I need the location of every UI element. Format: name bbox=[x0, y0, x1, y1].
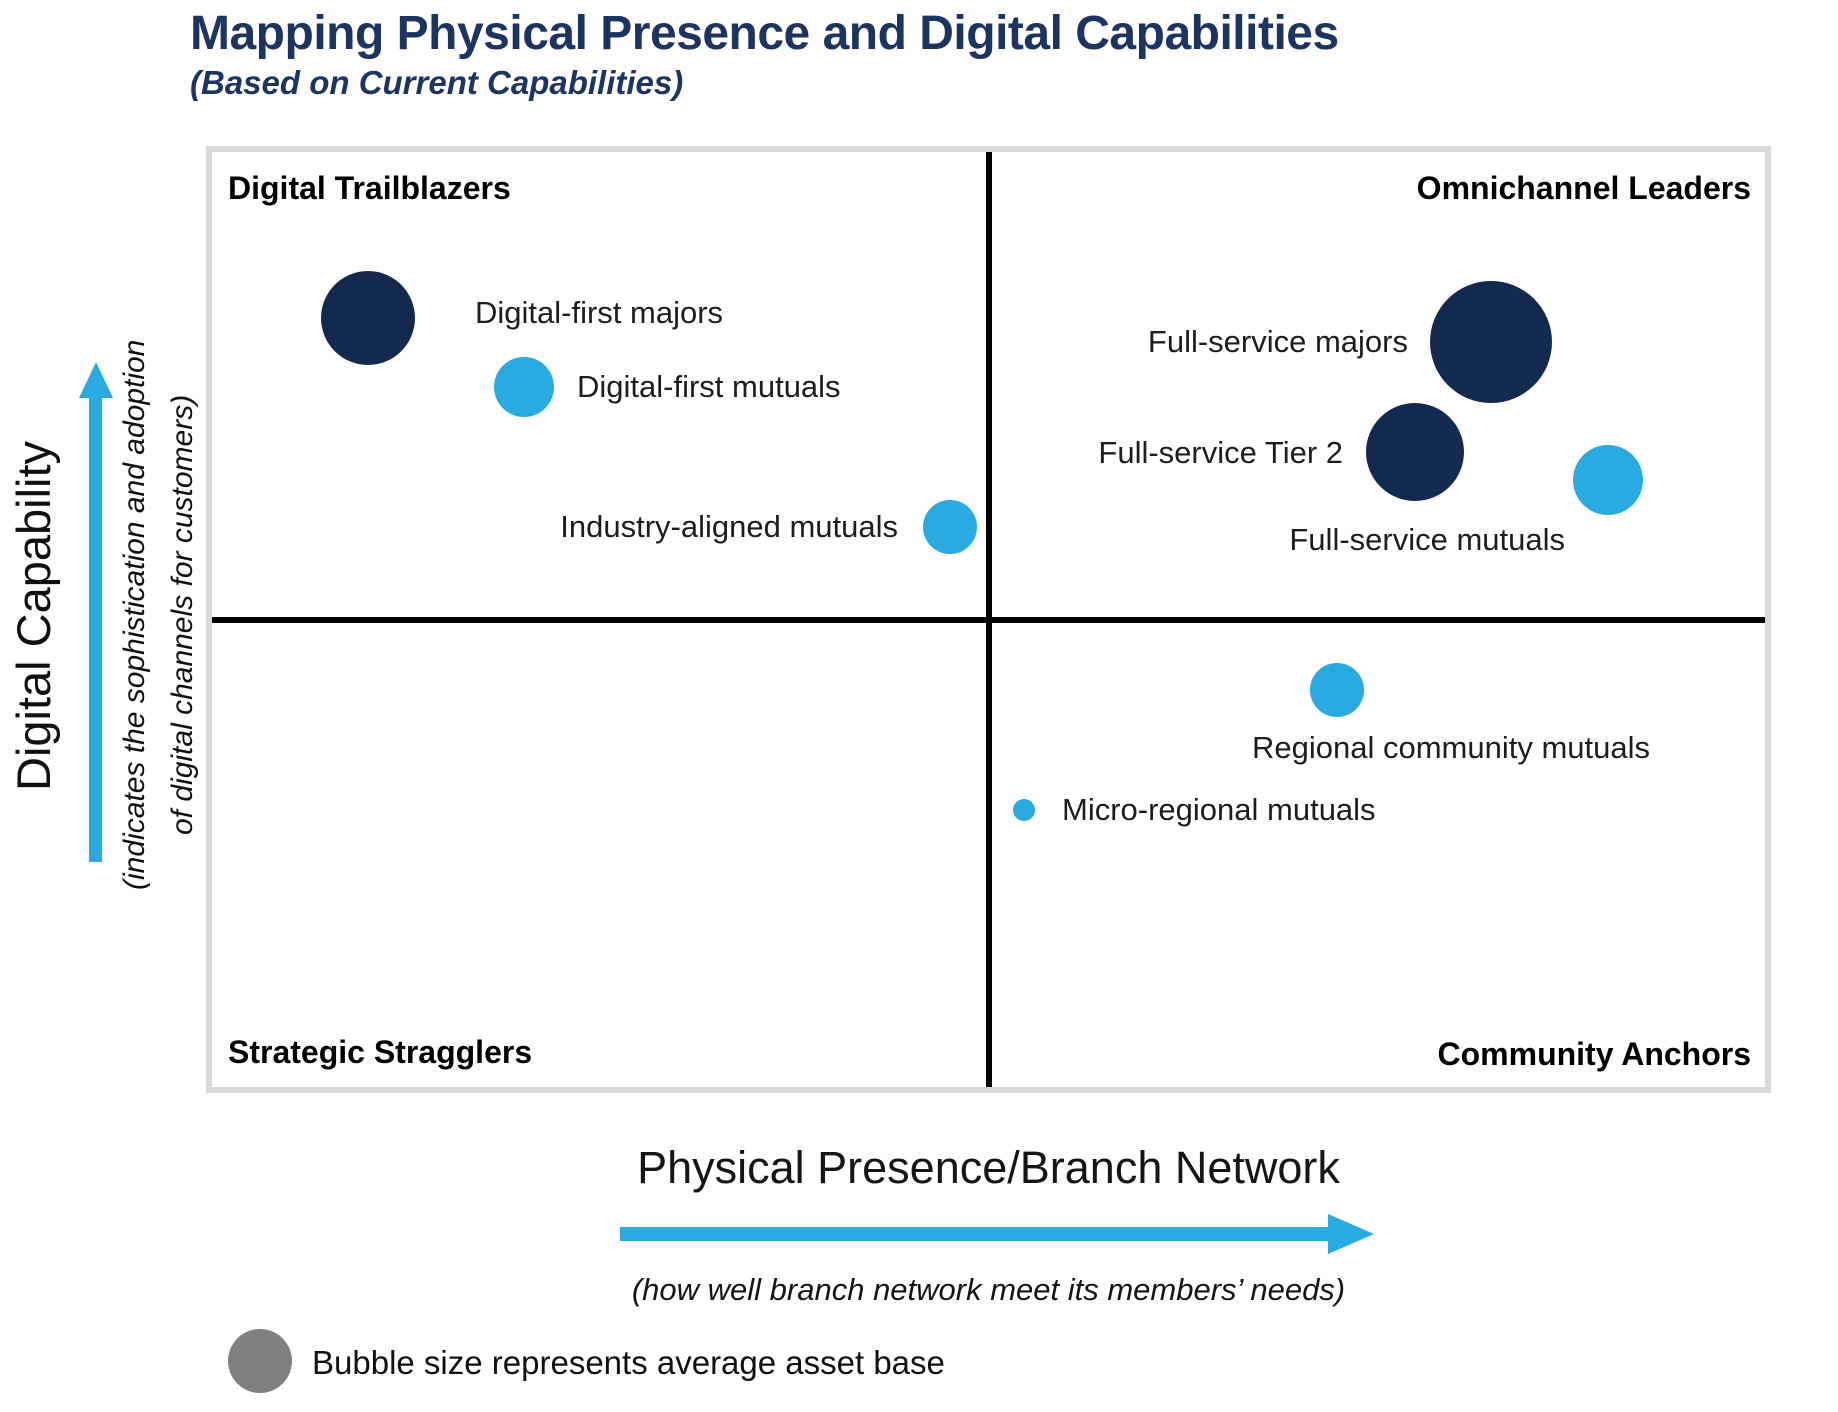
bubble-micro-regional-mutuals bbox=[1013, 799, 1035, 821]
bubble-full-service-mutuals bbox=[1573, 445, 1643, 515]
horizontal-divider bbox=[212, 616, 1765, 623]
x-axis-arrow-head-icon bbox=[1328, 1214, 1374, 1254]
legend-label: Bubble size represents average asset bas… bbox=[312, 1344, 945, 1381]
bubble-regional-community-mutuals bbox=[1310, 663, 1364, 717]
page-subtitle: (Based on Current Capabilities) bbox=[190, 64, 684, 101]
x-axis-note: (how well branch network meet its member… bbox=[631, 1272, 1346, 1307]
bubble-full-service-tier-2 bbox=[1366, 403, 1464, 501]
legend-bubble-icon bbox=[228, 1329, 292, 1393]
bubble-label: Industry-aligned mutuals bbox=[560, 509, 898, 545]
bubble-digital-first-mutuals bbox=[494, 357, 554, 417]
bubble-digital-first-majors bbox=[321, 271, 415, 365]
bubble-label: Digital-first majors bbox=[475, 295, 724, 331]
bubble-label: Full-service majors bbox=[1147, 324, 1408, 360]
quadrant-label-community-anchors: Community Anchors bbox=[1437, 1036, 1752, 1072]
y-axis-note-line-1: (indicates the sophistication and adopti… bbox=[118, 339, 151, 891]
bubble-label: Regional community mutuals bbox=[1252, 730, 1651, 766]
bubble-full-service-majors bbox=[1430, 281, 1552, 403]
bubble-label: Full-service mutuals bbox=[1289, 522, 1565, 558]
page-title: Mapping Physical Presence and Digital Ca… bbox=[190, 7, 1339, 60]
bubble-label: Micro-regional mutuals bbox=[1062, 792, 1376, 828]
quadrant-label-strategic-stragglers: Strategic Stragglers bbox=[228, 1034, 533, 1070]
quadrant-label-omnichannel-leaders: Omnichannel Leaders bbox=[1416, 170, 1751, 206]
plot-area: Digital Trailblazers Omnichannel Leaders… bbox=[206, 146, 1771, 1093]
y-axis-title: Digital Capability bbox=[7, 440, 60, 792]
bubble-label: Full-service Tier 2 bbox=[1098, 435, 1343, 471]
y-axis-arrow-head-icon bbox=[79, 362, 113, 398]
bubble-label: Digital-first mutuals bbox=[577, 369, 841, 405]
y-axis-arrow bbox=[89, 396, 102, 862]
x-axis-title: Physical Presence/Branch Network bbox=[637, 1142, 1340, 1193]
bubble-industry-aligned-mutuals bbox=[923, 500, 977, 554]
quadrant-label-digital-trailblazers: Digital Trailblazers bbox=[228, 170, 511, 206]
x-axis-arrow bbox=[620, 1227, 1328, 1241]
